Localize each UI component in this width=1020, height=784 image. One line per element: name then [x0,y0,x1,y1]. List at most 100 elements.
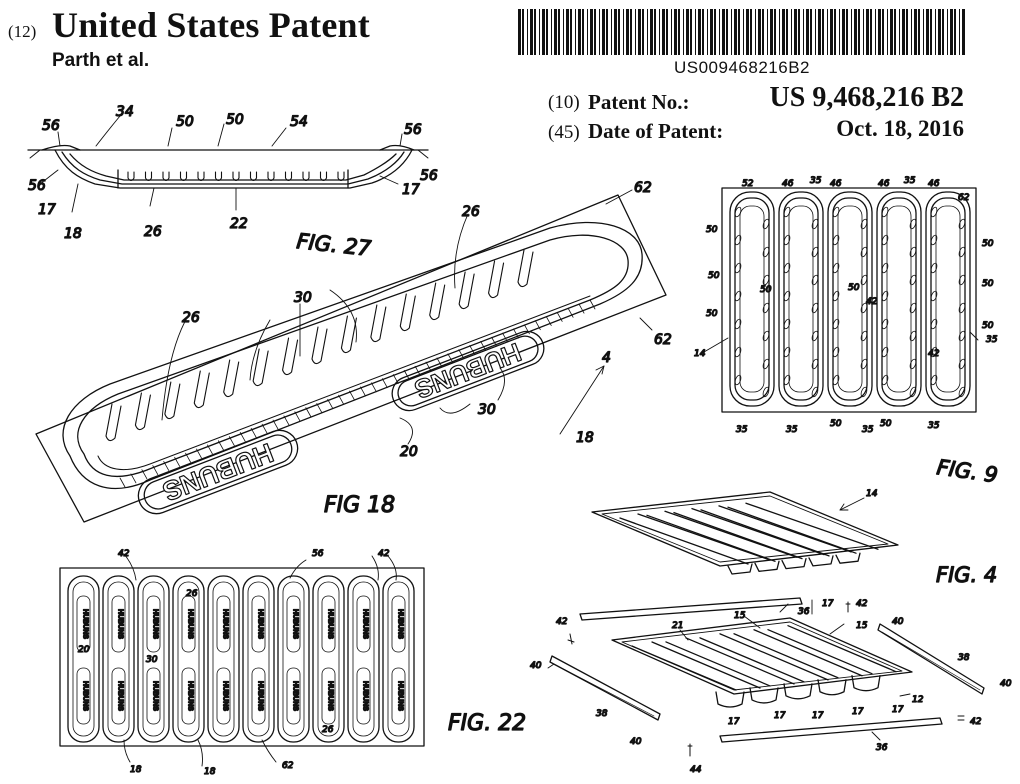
fig22-ref-42b: 42 [378,549,390,559]
fig18-ref-4: 4 [602,350,611,366]
fig4-ref-36a: 36 [798,607,810,617]
fig9-ref-50b: 50 [708,271,720,281]
fig22-logo: HUBUNS [362,609,369,639]
fig9-ref-35b: 35 [904,176,916,186]
fig18-ref-30b: 30 [478,402,496,418]
fig4-drawing [548,492,984,756]
fig9-ref-46c: 46 [878,179,890,189]
fig22-logo: HUBUNS [187,681,194,711]
fig9-ref-50e: 50 [848,283,860,293]
fig22-ref-26b: 26 [322,725,334,735]
fig22-logo: HUBUNS [222,609,229,639]
fig4-ref-17b: 17 [728,717,740,727]
fig4-ref-17f: 17 [892,705,904,715]
fig18-ref-26b: 26 [182,310,200,326]
fig9-ref-35e: 35 [786,425,798,435]
fig27-ref-56d: 56 [420,168,438,184]
fig9-ref-35f: 35 [862,425,874,435]
fig22-ref-56: 56 [312,549,324,559]
fig4-label: FIG. 4 [936,563,997,587]
fig4-ref-42b: 42 [556,617,568,627]
fig22-drawing: HUBUNS HUBUNS HUBUNS HUBUNS HUBUNS HUBUNS HUBU… [60,554,424,766]
fig22-logo: HUBUNS [152,609,159,639]
fig9-ref-50a: 50 [706,225,718,235]
fig22-logo: HUBUNS [257,681,264,711]
fig9-label: FIG. 9 [935,455,999,487]
fig9-ref-50i: 50 [830,419,842,429]
fig9-ref-14: 14 [694,349,706,359]
fig9-ref-35a: 35 [810,176,822,186]
fig22-logo: HUBUNS [292,609,299,639]
fig22-logo: HUBUNS [397,609,404,639]
fig22-logo: HUBUNS [117,609,124,639]
fig4-ref-17e: 17 [852,707,864,717]
fig22-logo: HUBUNS [292,681,299,711]
fig18-ref-18: 18 [576,430,594,446]
fig4-ref-12: 12 [912,695,924,705]
fig22-ref-30: 30 [146,655,158,665]
fig27-drawing [28,116,428,212]
fig27-ref-50a: 50 [176,114,194,130]
fig22-logo: HUBUNS [187,609,194,639]
fig22-logo: HUBUNS [257,609,264,639]
fig9-ref-62: 62 [958,193,970,203]
fig9-ref-50j: 50 [880,419,892,429]
fig22-logo: HUBUNS [152,681,159,711]
fig27-ref-17b: 17 [402,182,420,198]
fig27-label: FIG. 27 [295,229,372,261]
fig9-ref-46a: 46 [782,179,794,189]
fig22-label: FIG. 22 [448,711,526,736]
fig18-label: FIG 18 [324,493,395,518]
fig22-ref-18b: 18 [204,767,216,777]
fig9-drawing [704,188,978,412]
fig4-ref-40a: 40 [892,617,904,627]
fig22-logo: HUBUNS [362,681,369,711]
fig18-ref-62a: 62 [634,180,652,196]
fig27-ref-54: 54 [290,114,308,130]
fig27-ref-17a: 17 [38,202,56,218]
fig9-ref-50g: 50 [982,279,994,289]
fig27-ref-18: 18 [64,226,82,242]
fig27-ref-56a: 56 [42,118,60,134]
fig27-ref-56c: 56 [28,178,46,194]
fig9-ref-50h: 50 [982,321,994,331]
fig4-ref-17a: 17 [822,599,834,609]
fig18-logo-1: HUBUNS [159,437,278,506]
fig22-logo: HUBUNS [397,681,404,711]
fig27-ref-22: 22 [230,216,248,232]
fig9-ref-50f: 50 [982,239,994,249]
fig27-ref-26: 26 [144,224,162,240]
fig22-logo: HUBUNS [82,609,89,639]
fig22-logo: HUBUNS [222,681,229,711]
fig27-ref-50b: 50 [226,112,244,128]
fig18-ref-20: 20 [400,444,418,460]
fig9-ref-50c: 50 [706,309,718,319]
fig4-ref-14: 14 [866,489,878,499]
fig9-ref-50d: 50 [760,285,772,295]
fig22-logo: HUBUNS [82,681,89,711]
fig4-ref-42c: 42 [970,717,982,727]
fig4-ref-40c: 40 [1000,679,1012,689]
fig9-ref-42a: 42 [866,297,878,307]
fig22-logo: HUBUNS [327,609,334,639]
fig4-ref-44: 44 [690,765,702,775]
fig18-ref-30a: 30 [294,290,312,306]
fig4-ref-40d: 40 [630,737,642,747]
fig4-ref-17c: 17 [774,711,786,721]
fig27-ref-56b: 56 [404,122,422,138]
fig9-ref-52: 52 [742,179,754,189]
fig4-ref-17d: 17 [812,711,824,721]
fig22-ref-42a: 42 [118,549,130,559]
fig18-ref-62b: 62 [654,332,672,348]
fig22-ref-62: 62 [282,761,294,771]
fig4-ref-38a: 38 [958,653,970,663]
fig9-ref-35c: 35 [986,335,998,345]
fig9-ref-46b: 46 [830,179,842,189]
fig22-logo: HUBUNS [117,681,124,711]
fig4-ref-36b: 36 [876,743,888,753]
fig22-ref-20: 20 [78,645,90,655]
fig4-ref-42a: 42 [856,599,868,609]
fig4-ref-21: 21 [672,621,683,631]
fig9-ref-35g: 35 [928,421,940,431]
